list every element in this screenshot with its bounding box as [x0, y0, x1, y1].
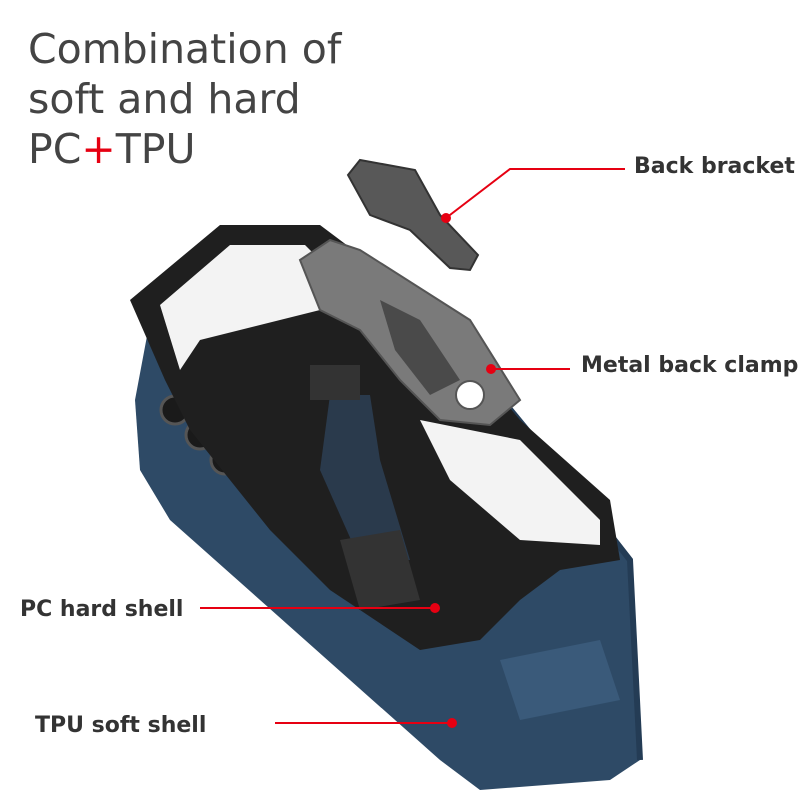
headline-tpu: TPU	[115, 125, 196, 173]
back-bracket	[346, 158, 480, 272]
callout-metal-back-clamp: Metal back clamp	[581, 353, 799, 378]
callout-back-bracket: Back bracket	[634, 154, 795, 179]
headline-pc: PC	[28, 125, 82, 173]
headline-line-1: Combination of	[28, 25, 342, 73]
callout-lines	[200, 168, 625, 728]
callout-pc-hard-shell: PC hard shell	[20, 597, 184, 622]
headline-line-3: PC+TPU	[28, 124, 196, 174]
callout-tpu-soft-shell: TPU soft shell	[35, 713, 207, 738]
metal-back-clamp	[298, 238, 522, 427]
headline-line-2: soft and hard	[28, 75, 301, 123]
headline-plus: +	[81, 125, 116, 173]
